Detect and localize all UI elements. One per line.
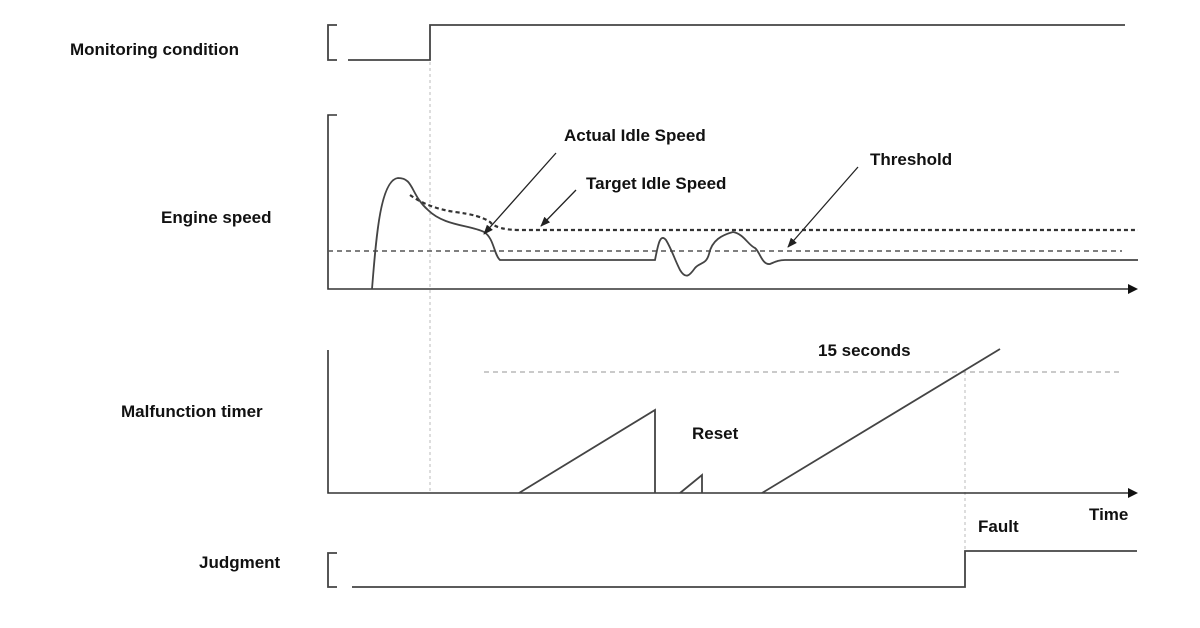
engine-speed-axes bbox=[327, 114, 1128, 290]
monitoring-condition-signal bbox=[348, 24, 1125, 61]
timer-ramp-1 bbox=[518, 408, 656, 494]
judgment-bracket bbox=[327, 552, 337, 588]
target-idle-speed-arrow bbox=[540, 189, 577, 227]
malfunction-timer-axes bbox=[327, 350, 1128, 494]
target-idle-speed-line bbox=[409, 194, 1138, 232]
monitoring-bracket bbox=[327, 24, 337, 61]
actual-idle-speed-arrow bbox=[483, 152, 557, 235]
judgment-label: Judgment bbox=[199, 553, 281, 572]
threshold-arrow bbox=[787, 166, 859, 248]
malfunction-timer-label: Malfunction timer bbox=[121, 402, 263, 421]
time-axis-label: Time bbox=[1089, 505, 1129, 524]
timer-ramp-2 bbox=[679, 473, 703, 494]
judgment-signal bbox=[352, 550, 1137, 588]
engine-speed-axis-arrow bbox=[1128, 284, 1138, 294]
fault-annotation: Fault bbox=[978, 517, 1019, 536]
target-idle-speed-annotation: Target Idle Speed bbox=[586, 174, 727, 193]
actual-idle-speed-annotation: Actual Idle Speed bbox=[564, 126, 706, 145]
monitoring-condition-label: Monitoring condition bbox=[70, 40, 240, 59]
actual-idle-speed-line bbox=[371, 177, 1138, 290]
fifteen-seconds-annotation: 15 seconds bbox=[818, 341, 911, 360]
malfunction-timer-axis-arrow bbox=[1128, 488, 1138, 498]
threshold-annotation: Threshold bbox=[870, 150, 953, 169]
reset-annotation: Reset bbox=[692, 424, 739, 443]
timer-ramp-3 bbox=[761, 348, 1001, 494]
engine-speed-label: Engine speed bbox=[161, 208, 272, 227]
